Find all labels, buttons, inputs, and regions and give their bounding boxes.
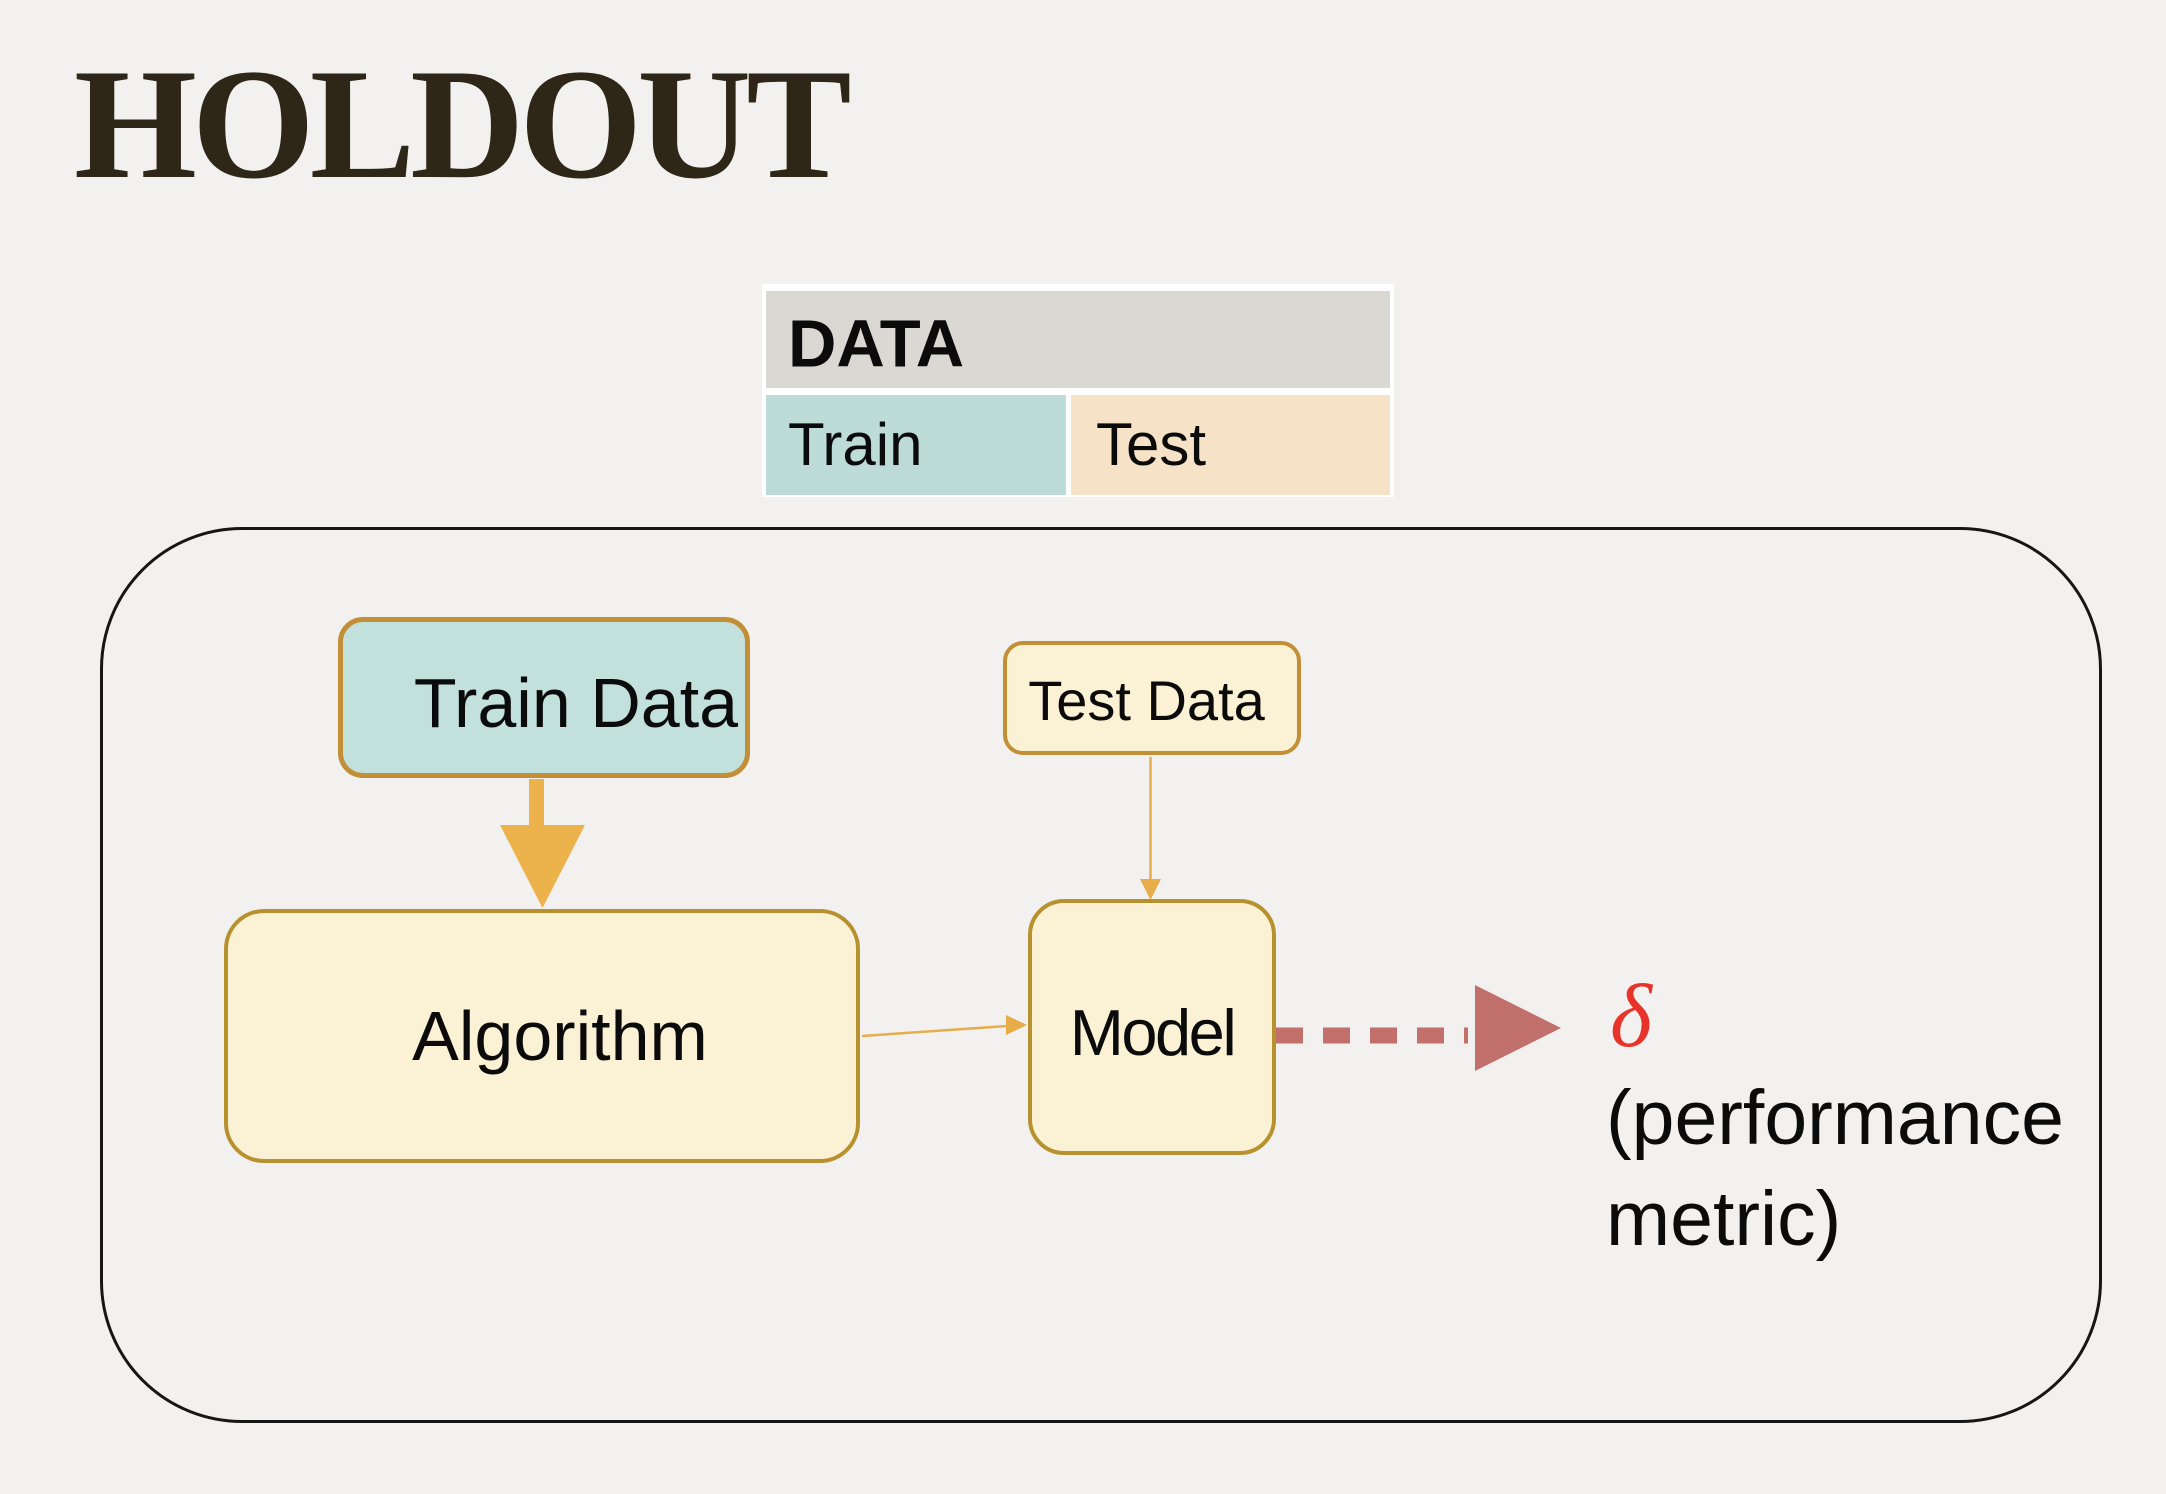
svg-text:δ: δ xyxy=(1610,967,1654,1066)
